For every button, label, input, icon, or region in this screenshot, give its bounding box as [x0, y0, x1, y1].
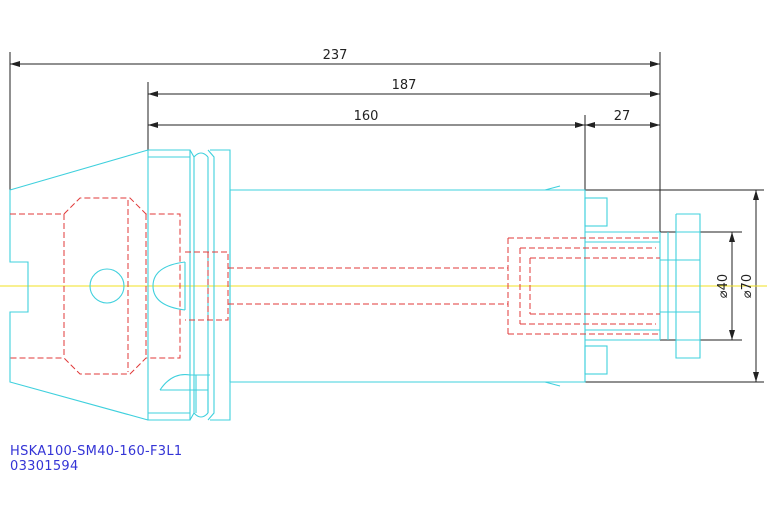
- dimension-187: 187: [392, 78, 417, 93]
- tool-holder-outline: [9, 149, 701, 421]
- dimension-237: 237: [323, 48, 348, 63]
- part-name: HSKA100-SM40-160-F3L1: [10, 444, 183, 459]
- dimension-27: 27: [614, 109, 631, 124]
- dimension-lines: [9, 52, 764, 383]
- hidden-lines: [10, 197, 660, 375]
- cross-hole: [89, 268, 125, 304]
- part-number: 03301594: [10, 459, 79, 474]
- dimension-160: 160: [354, 109, 379, 124]
- dimension-dia40: ⌀40: [716, 274, 731, 298]
- dimension-arrows: [10, 61, 759, 382]
- dimension-dia70: ⌀70: [740, 274, 755, 298]
